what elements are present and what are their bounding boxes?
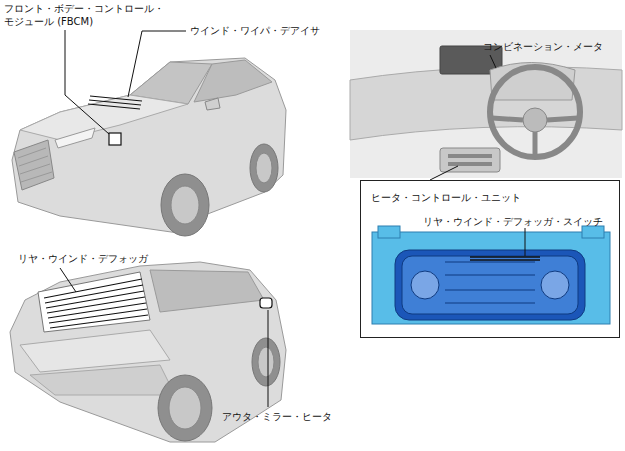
unit-heading: ヒータ・コントロール・ユニット	[371, 191, 521, 204]
leader-line	[490, 55, 496, 68]
part-label: リヤ・ウインド・デフォッガ	[18, 252, 148, 265]
part-label: アウタ・ミラー・ヒータ	[222, 410, 332, 423]
heater-unit	[372, 226, 610, 324]
leader-line	[60, 268, 76, 292]
part-label: コンビネーション・メータ	[483, 40, 603, 53]
dashboard	[350, 30, 622, 178]
part-label: リヤ・ウインド・デフォッガ・スイッチ	[423, 215, 603, 228]
leader-line	[65, 30, 109, 134]
leader-line	[430, 166, 458, 180]
part-label: フロント・ボデー・コントロール・ モジュール (FBCM)	[4, 2, 179, 28]
inset-ground	[360, 180, 620, 338]
part-label: ウインド・ワイパ・デアイサ	[190, 24, 320, 37]
leader-line	[268, 310, 269, 407]
inset-frame: ヒータ・コントロール・ユニットリヤ・ウインド・デフォッガ・スイッチ	[360, 180, 620, 338]
front-car	[12, 58, 286, 236]
leader-line	[525, 228, 526, 256]
leader-line	[128, 31, 186, 97]
